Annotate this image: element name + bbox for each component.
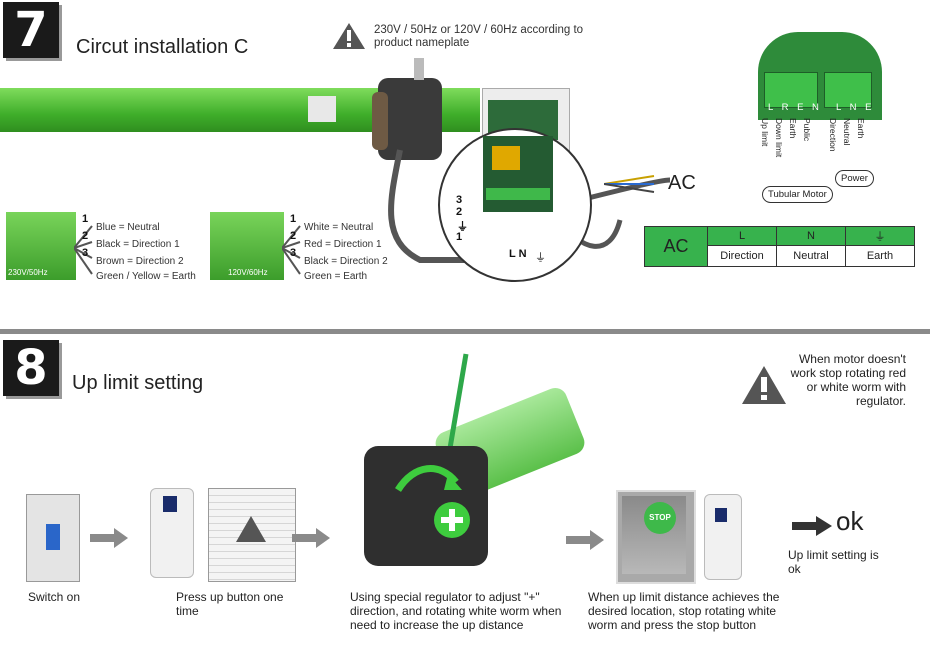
left-wire-4: Green / Yellow = Earth xyxy=(96,271,196,282)
ac-table-head: AC xyxy=(644,226,708,267)
left-wire-3: Brown = Direction 2 xyxy=(96,256,184,267)
ac-cell-earth: Earth xyxy=(845,245,915,267)
caption-press-up: Press up button one time xyxy=(176,590,284,618)
caption-ok: Up limit setting is ok xyxy=(788,548,879,576)
board-left-pins: L R E N xyxy=(768,102,822,113)
terminal-2: 2 xyxy=(456,206,463,218)
arrow-right-icon xyxy=(292,528,330,548)
left-num-2: 2 xyxy=(82,230,89,242)
voltage-warning: 230V / 50Hz or 120V / 60Hz according to … xyxy=(374,24,584,49)
right-wire-2: Red = Direction 1 xyxy=(304,239,382,250)
plus-icon xyxy=(434,502,470,538)
cable-fan-left xyxy=(74,225,93,275)
ok-label: ok xyxy=(836,506,864,536)
arrow-right-icon xyxy=(90,528,128,548)
terminal-1: 1 xyxy=(456,231,463,243)
right-num-1: 1 xyxy=(290,213,297,225)
ac-col-n: N xyxy=(776,226,846,246)
step-8-title: Up limit setting xyxy=(72,372,204,394)
right-wire-3: Black = Direction 2 xyxy=(304,256,388,267)
label-up-limit: Up limit xyxy=(760,118,770,147)
right-wire-4: Green = Earth xyxy=(304,271,368,282)
cable-photo-left xyxy=(6,212,76,280)
motor-warning-note: When motor doesn't work stop rotating re… xyxy=(790,352,906,408)
motor-collar xyxy=(372,92,388,150)
label-public: Public xyxy=(802,118,812,142)
caption-regulator: Using special regulator to adjust "+" di… xyxy=(350,590,562,632)
left-num-3: 3 xyxy=(82,247,89,259)
breaker-toggle xyxy=(46,524,60,550)
step-7-badge: 7 xyxy=(3,2,59,58)
label-earth-1: Earth xyxy=(788,118,798,139)
ac-cell-neutral: Neutral xyxy=(776,245,846,267)
cable-fan-right xyxy=(282,225,301,275)
remote-screen-2 xyxy=(715,508,727,522)
board-right-block xyxy=(824,72,872,108)
board-left-block xyxy=(764,72,818,108)
cable-photo-right xyxy=(210,212,284,280)
ac-col-earth: ⏚ xyxy=(845,226,915,246)
arrow-right-icon xyxy=(792,516,832,536)
warning-icon xyxy=(333,23,365,49)
section-divider xyxy=(0,329,930,334)
right-num-2: 2 xyxy=(290,230,297,242)
tube-label xyxy=(308,96,336,122)
voltage-right: 120V/60Hz xyxy=(228,268,268,277)
left-wire-2: Black = Direction 1 xyxy=(96,239,180,250)
stop-sign: STOP xyxy=(644,502,676,534)
earth-symbol: ⏚ xyxy=(457,221,468,233)
motor-pin xyxy=(414,58,424,80)
motor-head xyxy=(378,78,442,160)
arrow-right-icon xyxy=(566,530,604,550)
up-arrow-icon xyxy=(236,516,266,542)
step-8-badge: 8 xyxy=(3,340,59,396)
ac-col-l: L xyxy=(707,226,777,246)
terminal-block xyxy=(486,188,550,200)
relay xyxy=(492,146,520,170)
left-num-1: 1 xyxy=(82,213,89,225)
label-earth-2: Earth xyxy=(856,118,866,139)
label-down-limit: Down limit xyxy=(774,118,784,158)
step-7-title: Circut installation C xyxy=(76,36,249,58)
voltage-left: 230V/50Hz xyxy=(8,268,48,277)
tubular-motor-label: Tubular Motor xyxy=(762,186,833,203)
remote-screen xyxy=(163,496,177,512)
remote-control-2 xyxy=(704,494,742,580)
terminal-3: 3 xyxy=(456,194,463,206)
ac-wires xyxy=(604,175,655,193)
terminal-earth: ⏚ xyxy=(535,252,546,264)
warning-icon-large xyxy=(742,366,786,404)
left-wire-1: Blue = Neutral xyxy=(96,222,160,233)
caption-switch-on: Switch on xyxy=(28,590,81,604)
ac-label: AC xyxy=(668,172,696,194)
right-num-3: 3 xyxy=(290,247,297,259)
ac-table: AC L N ⏚ Direction Neutral Earth xyxy=(644,226,915,267)
power-label: Power xyxy=(835,170,874,187)
right-wire-1: White = Neutral xyxy=(304,222,374,233)
board-vertical-labels: Up limit Down limit Earth Public Directi… xyxy=(752,118,872,178)
caption-stop: When up limit distance achieves the desi… xyxy=(588,590,780,632)
label-neutral: Neutral xyxy=(842,118,852,146)
terminal-ln: L N xyxy=(509,248,527,260)
board-right-pins: L N E xyxy=(836,102,875,113)
rotate-arrow-icon xyxy=(395,465,462,492)
label-direction: Direction xyxy=(828,118,838,152)
ac-cell-direction: Direction xyxy=(707,245,777,267)
regulator-tool xyxy=(445,353,469,461)
